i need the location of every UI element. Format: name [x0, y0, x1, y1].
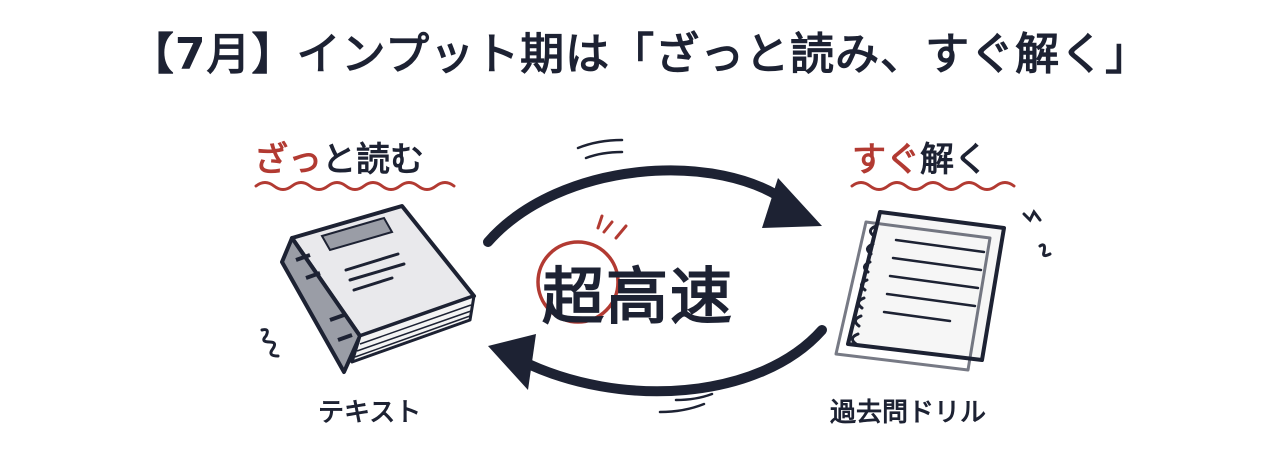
left-caption: テキスト [318, 398, 422, 428]
page-title: 【7月】インプット期は「ざっと読み、すぐ解く」 [129, 29, 1151, 80]
right-heading-rest: 解く [920, 140, 988, 180]
cycle-arrows [483, 138, 827, 414]
bottom-arrow [515, 325, 827, 397]
textbook-icon [260, 204, 476, 374]
left-wavy-underline [254, 181, 456, 191]
left-heading: ざっと読む [254, 132, 424, 181]
right-caption: 過去問ドリル [830, 398, 987, 428]
right-wavy-underline [850, 181, 1016, 191]
left-heading-accent: ざっ [254, 140, 322, 180]
left-heading-rest: と読む [322, 140, 424, 180]
right-heading-accent: すぐ [852, 140, 920, 180]
highlight-circle [536, 240, 620, 324]
drill-notebook-icon [834, 209, 1052, 372]
top-arrow [483, 165, 795, 247]
right-heading: すぐ解く [852, 132, 988, 181]
center-label: 超高速 [542, 260, 735, 333]
